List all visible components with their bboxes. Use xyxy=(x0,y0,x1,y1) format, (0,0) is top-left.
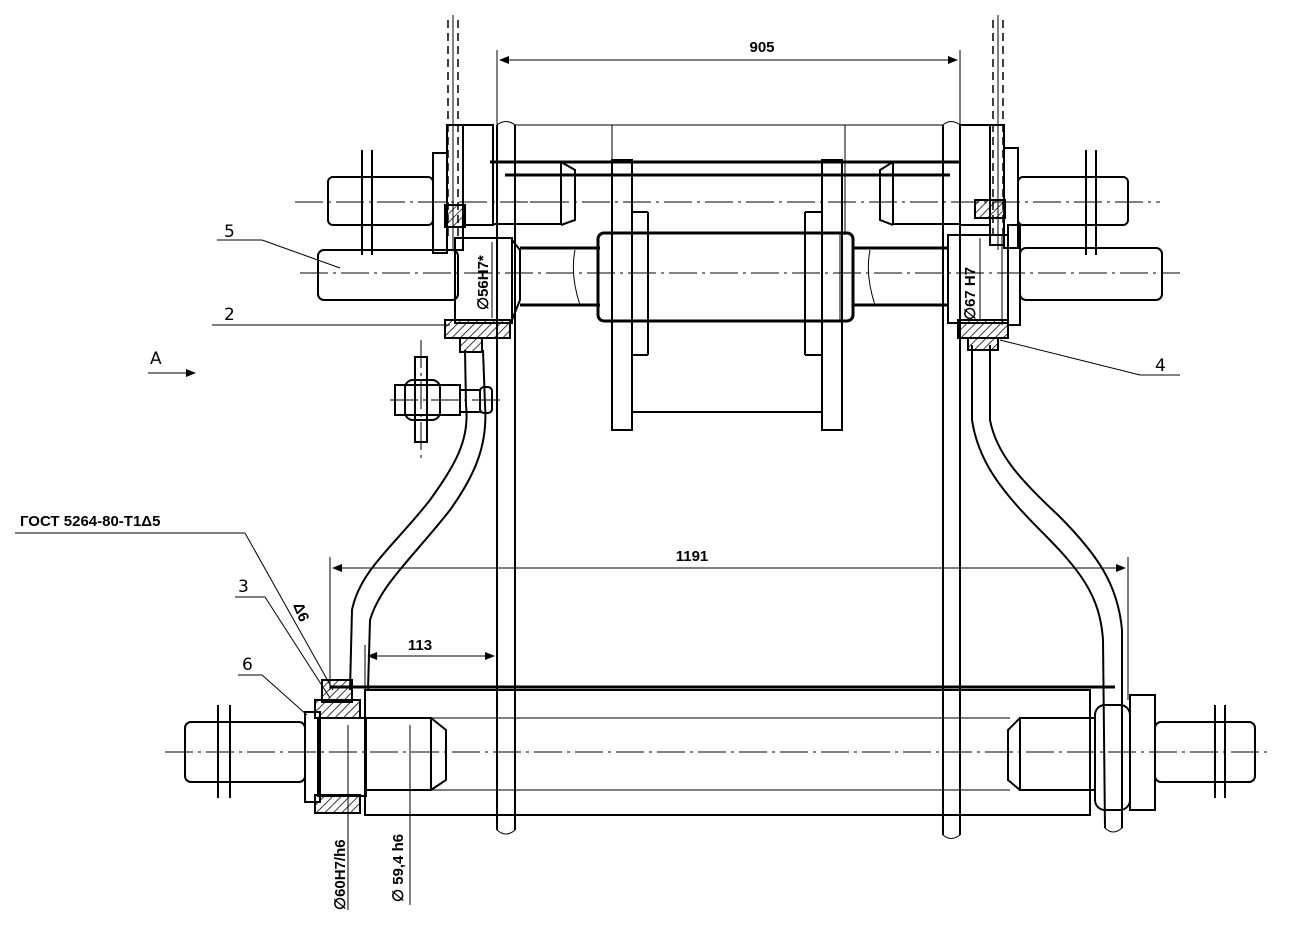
callout-3: 3 xyxy=(235,577,331,699)
bore-left-fit-text: ∅56H7* xyxy=(475,255,492,310)
callout-4: 4 xyxy=(999,339,1180,376)
callout-3-label: 3 xyxy=(238,577,249,597)
weld-leg-text: Δ6 xyxy=(289,600,312,624)
dimension-113: 113 xyxy=(364,637,495,690)
lower-bore-fit-text: ∅60H7/h6 xyxy=(332,839,349,910)
lower-shaft-fit: ∅ 59,4 h6 xyxy=(390,725,411,905)
dimension-905: 905 xyxy=(496,39,961,125)
bore-right-fit-text: ∅67 H7 xyxy=(962,267,979,320)
central-brackets xyxy=(611,159,843,431)
weld-note-text: ГОСТ 5264-80-Т1Δ5 xyxy=(20,513,160,530)
callout-6: 6 xyxy=(238,655,308,716)
dimension-905-text: 905 xyxy=(749,39,774,56)
dimension-113-text: 113 xyxy=(408,637,432,654)
frame-rails xyxy=(496,121,961,839)
callout-4-label: 4 xyxy=(1155,356,1166,376)
top-cross-member xyxy=(295,124,1160,255)
callout-6-label: 6 xyxy=(242,655,253,675)
callout-5: 5 xyxy=(217,222,341,269)
dimension-1191-text: 1191 xyxy=(676,548,709,565)
callout-2: 2 xyxy=(212,305,450,326)
side-fitting xyxy=(390,340,505,460)
callout-5-label: 5 xyxy=(224,222,235,242)
lower-bore-fit: ∅60H7/h6 xyxy=(332,725,349,910)
lower-shaft-fit-text: ∅ 59,4 h6 xyxy=(390,834,407,902)
view-arrow-a: А xyxy=(148,349,196,377)
lower-axle xyxy=(165,679,1270,816)
bore-left-fit: ∅56H7* xyxy=(475,242,493,318)
dimension-1191: 1191 xyxy=(329,548,1129,700)
tie-rods xyxy=(349,345,1123,833)
vertical-centerlines xyxy=(447,15,1004,250)
middle-shaft xyxy=(300,224,1180,353)
bore-right-fit: ∅67 H7 xyxy=(962,238,981,320)
callout-2-label: 2 xyxy=(224,305,235,325)
weld-symbol: ГОСТ 5264-80-Т1Δ5 Δ6 xyxy=(15,513,334,691)
view-label: А xyxy=(150,349,162,369)
